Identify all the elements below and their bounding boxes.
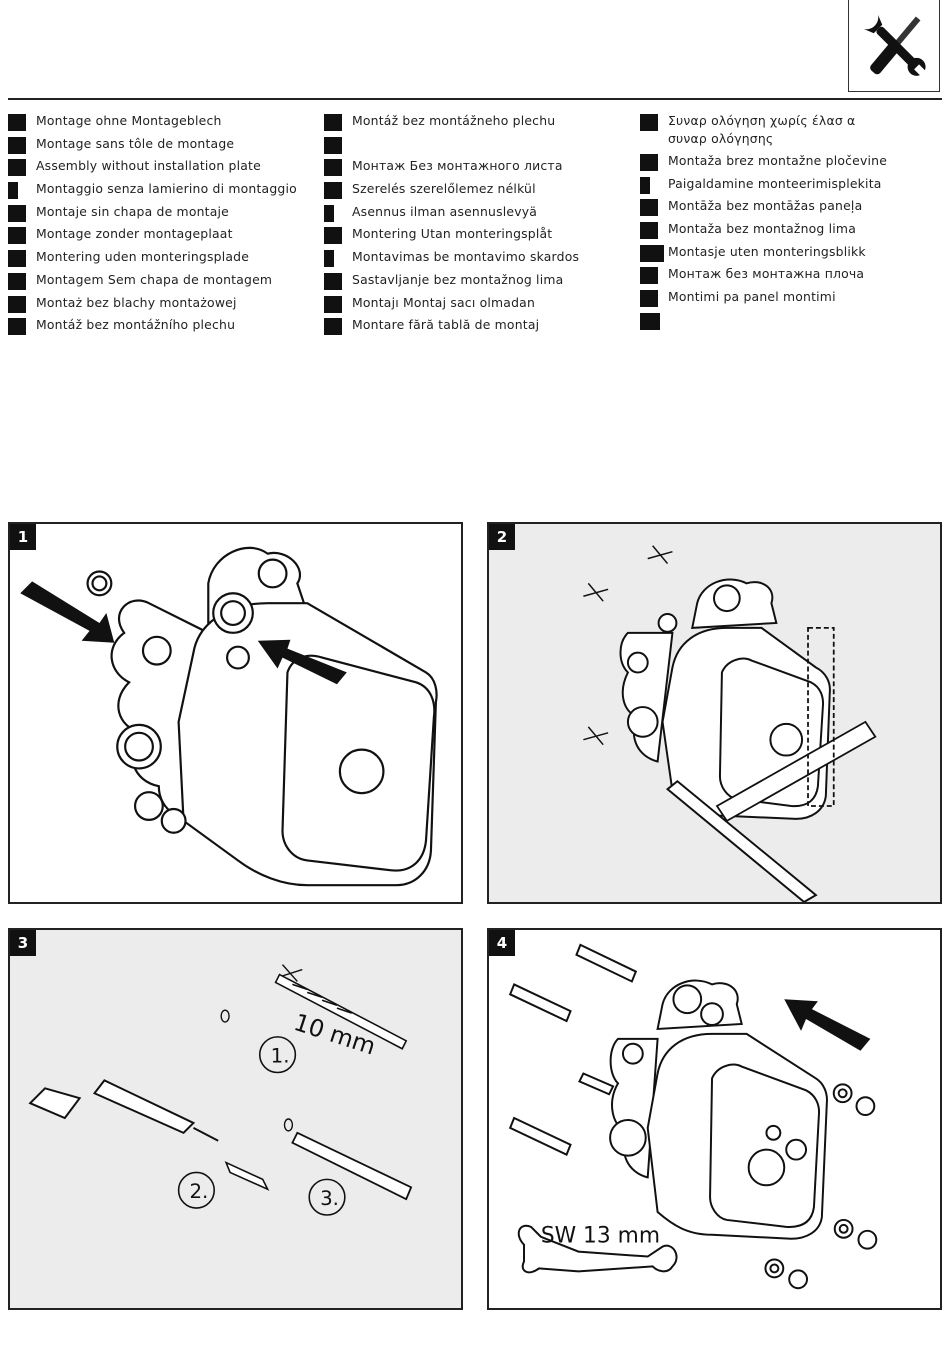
flag-icon — [324, 318, 342, 336]
tool-icon-box — [848, 0, 940, 92]
flag-icon — [640, 222, 658, 240]
flag-icon — [8, 136, 26, 154]
step-panel-3: 3 10 mm 1. 2. — [8, 928, 463, 1310]
flag-icon — [324, 159, 342, 177]
flag-icon — [324, 182, 342, 200]
list-item: Montage sans tôle de montage — [8, 135, 297, 158]
svg-text:1.: 1. — [271, 1045, 290, 1068]
flag-icon — [8, 159, 26, 177]
list-item: Montering Utan monteringsplåt — [324, 225, 579, 248]
list-item: Montaža brez montažne pločevine — [640, 152, 888, 175]
step-number: 2 — [489, 524, 515, 550]
flag-icon — [324, 295, 342, 313]
list-item: Montaje sin chapa de montaje — [8, 203, 297, 226]
list-item: Montare fără tablă de montaj — [324, 316, 579, 339]
list-item: Sastavljanje bez montažnog lima — [324, 271, 579, 294]
language-column-3: Συναρ ολόγηση χωρίς έλασ α συναρ ολόγηση… — [640, 112, 888, 334]
list-item: Montaggio senza lamierino di montaggio — [8, 180, 297, 203]
flag-icon — [640, 154, 658, 171]
list-item: Montaż bez blachy montażowej — [8, 294, 297, 317]
list-item: Монтаж без монтажна плоча — [640, 265, 888, 288]
flag-icon — [8, 272, 26, 290]
list-item: Asennus ilman asennuslevyä — [324, 203, 579, 226]
wrench-screwdriver-icon — [863, 14, 928, 78]
list-item: Montimi pa panel montimi — [640, 288, 888, 311]
flag-icon — [8, 318, 26, 336]
list-item: Συναρ ολόγηση χωρίς έλασ α συναρ ολόγηση… — [640, 112, 888, 152]
fixing-illustration: SW 13 mm — [508, 943, 878, 1290]
list-item — [640, 311, 888, 334]
flag-icon — [324, 136, 342, 154]
list-item: Montáž bez montážního plechu — [8, 316, 297, 339]
list-item: Montaža bez montažnog lima — [640, 220, 888, 243]
list-item: Монтаж Без монтажного листа — [324, 157, 579, 180]
list-item: Montajı Montaj sacı olmadan — [324, 294, 579, 317]
drilling-illustration: 10 mm 1. 2. 3. — [28, 964, 413, 1216]
mixer-body-illustration — [20, 546, 438, 887]
list-item: Montáž bez montážneho plechu — [324, 112, 579, 135]
flag-icon — [8, 182, 18, 200]
list-item: Szerelés szerelőlemez nélkül — [324, 180, 579, 203]
list-item — [324, 135, 579, 158]
flag-icon — [640, 176, 650, 194]
step-number: 1 — [10, 524, 36, 550]
step-panel-2: 2 — [487, 522, 942, 904]
language-column-1: Montage ohne Montageblech Montage sans t… — [8, 112, 297, 339]
list-item: Montering uden monteringsplade — [8, 248, 297, 271]
step-number: 3 — [10, 930, 36, 956]
step-panel-1: 1 — [8, 522, 463, 904]
list-item: Montavimas be montavimo skardos — [324, 248, 579, 271]
flag-icon — [640, 290, 658, 308]
svg-text:2.: 2. — [189, 1180, 208, 1203]
header-divider — [8, 98, 942, 100]
flag-icon — [640, 267, 658, 285]
flag-icon — [324, 227, 342, 245]
flag-icon — [324, 250, 334, 268]
list-item: Montagem Sem chapa de montagem — [8, 271, 297, 294]
list-item: Montage ohne Montageblech — [8, 112, 297, 135]
flag-icon — [8, 114, 26, 131]
flag-icon — [8, 227, 26, 245]
list-item: Montasje uten monteringsblikk — [640, 243, 888, 266]
flag-icon — [324, 114, 342, 131]
flag-icon — [324, 272, 342, 290]
flag-icon — [8, 250, 26, 268]
flag-icon — [640, 312, 660, 330]
list-item: Assembly without installation plate — [8, 157, 297, 180]
flag-icon — [640, 199, 658, 217]
step-number: 4 — [489, 930, 515, 956]
flag-icon — [8, 204, 26, 222]
drill-size-label: 10 mm — [291, 1008, 380, 1061]
list-item: Montage zonder montageplaat — [8, 225, 297, 248]
flag-icon — [640, 244, 664, 262]
flag-icon — [8, 295, 26, 313]
list-item: Paigaldamine monteerimisplekita — [640, 175, 888, 198]
list-item: Montāža bez montāžas paneļa — [640, 197, 888, 220]
flag-icon — [640, 114, 658, 131]
flag-icon — [324, 204, 334, 222]
level-alignment-illustration — [583, 545, 877, 902]
wrench-size-label: SW 13 mm — [541, 1224, 660, 1249]
language-column-2: Montáž bez montážneho plechu Монтаж Без … — [324, 112, 579, 339]
svg-text:3.: 3. — [320, 1187, 339, 1210]
step-panel-4: 4 — [487, 928, 942, 1310]
